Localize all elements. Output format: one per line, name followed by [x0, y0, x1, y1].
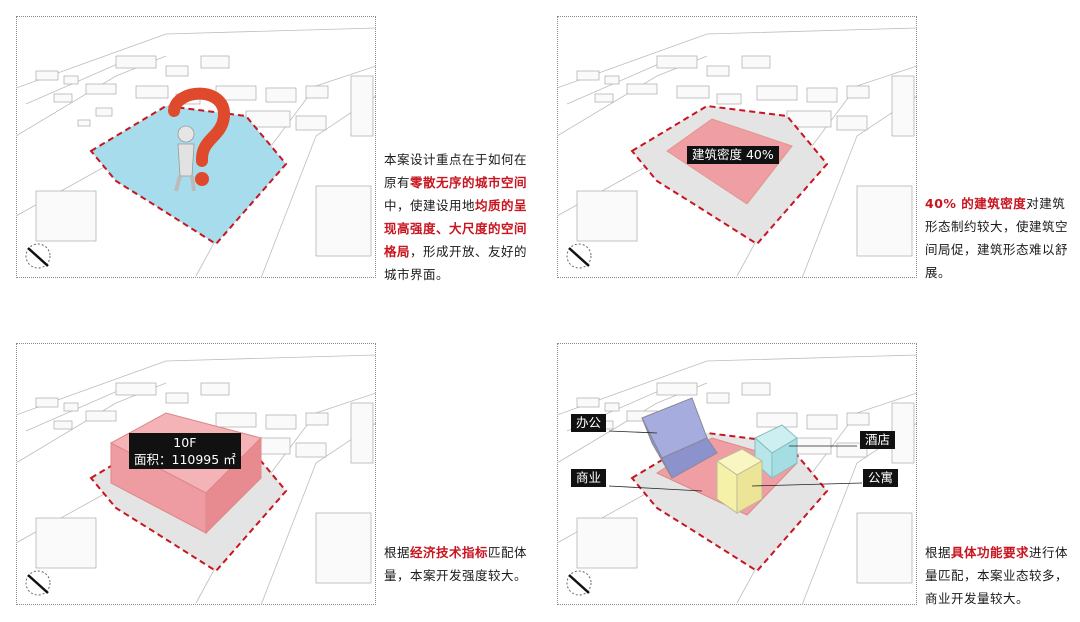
text-plain: 根据 [384, 545, 411, 560]
diagram-panel-density: 建筑密度 40% [557, 16, 917, 278]
apartment-label: 公寓 [863, 469, 899, 487]
text-highlight: 40% 的建筑密度 [925, 196, 1027, 211]
panel-frame [557, 16, 917, 278]
commercial-label: 商业 [571, 469, 607, 487]
diagram-panel-volume: 10F 面积：110995 ㎡ [16, 343, 376, 605]
text-highlight: 经济技术指标 [410, 545, 489, 560]
panel-frame [557, 343, 917, 605]
text-plain: 中，使建设用地 [384, 198, 476, 213]
text-plain: 进行体量匹配，本案业态较多，商业开发量较大。 [925, 545, 1069, 606]
site-context-drawing [557, 27, 917, 278]
panel-frame [16, 16, 376, 278]
site-context-drawing [16, 27, 376, 278]
density-label: 建筑密度 40% [687, 146, 779, 164]
description-density: 40% 的建筑密度对建筑形态制约较大，使建筑空间局促，建筑形态难以舒展。 [925, 192, 1075, 284]
area-label: 面积：110995 ㎡ [134, 452, 236, 467]
volume-label: 10F 面积：110995 ㎡ [129, 433, 241, 469]
description-volume: 根据经济技术指标匹配体量，本案开发强度较大。 [384, 541, 534, 587]
text-plain: 对建筑形态制约较大，使建筑空间局促，建筑形态难以舒展。 [925, 196, 1069, 280]
diagram-panel-functions: 办公 商业 酒店 公寓 [557, 343, 917, 605]
north-arrow-icon [566, 243, 592, 269]
context-buildings [35, 55, 374, 257]
text-highlight: 零散无序的城市空间 [410, 175, 528, 190]
text-plain: 匹配体量，本案开发强度较大。 [384, 545, 528, 583]
hotel-label: 酒店 [860, 431, 896, 449]
text-highlight: 具体功能要求 [951, 545, 1030, 560]
leader-lines [608, 430, 863, 492]
text-highlight: 均质的呈现高强度、大尺度的空间格局 [384, 198, 528, 259]
site-context-drawing [16, 354, 376, 605]
description-site: 本案设计重点在于如何在原有零散无序的城市空间中，使建设用地均质的呈现高强度、大尺… [384, 148, 534, 286]
site-context-drawing [557, 354, 917, 605]
description-functions: 根据具体功能要求进行体量匹配，本案业态较多，商业开发量较大。 [925, 541, 1075, 610]
north-arrow-icon [566, 570, 592, 596]
apartment-tower [716, 448, 763, 514]
text-plain: 根据 [925, 545, 952, 560]
office-tower [641, 397, 718, 479]
text-plain: ，形成开放、友好的城市界面。 [384, 244, 528, 282]
floors-label: 10F [173, 435, 197, 450]
diagram-panel-site [16, 16, 376, 278]
text-plain: 本案设计重点在于如何在原有 [384, 152, 528, 190]
panel-frame [16, 343, 376, 605]
hotel-tower [754, 424, 798, 480]
office-label: 办公 [571, 414, 607, 432]
question-figure [168, 87, 230, 192]
north-arrow-icon [25, 243, 51, 269]
north-arrow-icon [25, 570, 51, 596]
